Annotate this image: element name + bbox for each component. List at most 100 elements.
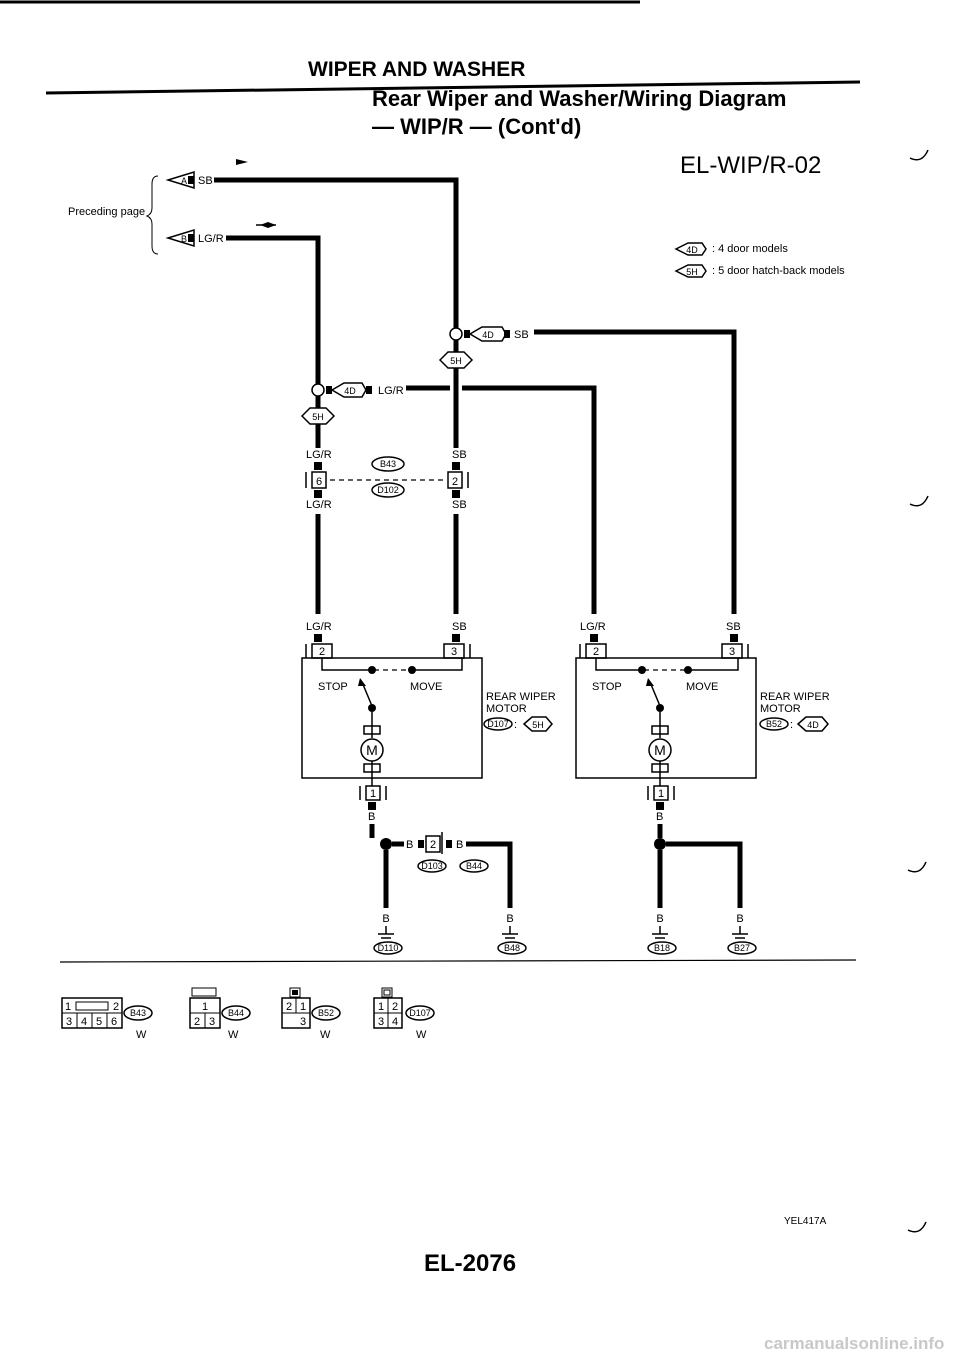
- ground-b27: B B27: [727, 913, 757, 955]
- svg-text:B52: B52: [318, 1008, 334, 1018]
- ground-split-4d: [654, 824, 743, 908]
- svg-text:MOTOR: MOTOR: [760, 703, 801, 715]
- svg-text:W: W: [320, 1029, 331, 1041]
- svg-text:1: 1: [65, 1001, 71, 1013]
- svg-text:B: B: [456, 839, 463, 851]
- motor-housing: [301, 657, 483, 779]
- wire-lgr-main: [226, 235, 321, 432]
- svg-text:B43: B43: [130, 1008, 146, 1018]
- junction-4d-sb: 4D SB 5H: [438, 326, 529, 369]
- svg-text:B48: B48: [504, 943, 520, 953]
- svg-text:MOVE: MOVE: [410, 681, 442, 693]
- svg-text:1: 1: [378, 1001, 384, 1013]
- svg-text:M: M: [654, 742, 666, 758]
- preceding-connector-a: A SB: [165, 159, 248, 190]
- corner-mark-icon: [909, 149, 929, 161]
- svg-text:SB: SB: [726, 621, 741, 633]
- svg-text:2: 2: [194, 1016, 200, 1028]
- junction-4d-lgr: 4D LG/R 5H: [300, 382, 404, 425]
- wire-sb-4d: [534, 329, 737, 614]
- svg-text:5H: 5H: [312, 412, 324, 422]
- corner-mark-icon: [907, 1221, 927, 1233]
- ground-d110: B D110: [373, 913, 403, 955]
- diagram-title: Rear Wiper and Washer/Wiring Diagram: [372, 86, 787, 111]
- svg-text:B18: B18: [654, 943, 670, 953]
- diagram-code: EL-WIP/R-02: [680, 152, 822, 179]
- section-title: WIPER AND WASHER: [308, 58, 526, 81]
- legend-5h-icon: 5H: [674, 264, 707, 278]
- connector-view-b44: 1 2 3 B44 W: [189, 987, 251, 1041]
- svg-text:REAR WIPER: REAR WIPER: [760, 691, 830, 703]
- svg-text::: :: [514, 719, 517, 731]
- wire-lgr-4d-b: [462, 385, 597, 614]
- svg-text:2: 2: [430, 839, 436, 851]
- svg-text:2: 2: [286, 1001, 292, 1013]
- svg-text:W: W: [136, 1029, 147, 1041]
- svg-text:4D: 4D: [344, 386, 356, 396]
- svg-text:B43: B43: [380, 459, 396, 469]
- svg-text:B27: B27: [734, 943, 750, 953]
- svg-text:B: B: [382, 913, 389, 925]
- watermark: carmanualsonline.info: [764, 1334, 945, 1353]
- svg-text:4: 4: [392, 1016, 398, 1028]
- svg-text:B: B: [656, 913, 663, 925]
- svg-text:MOVE: MOVE: [686, 681, 718, 693]
- svg-text:D110: D110: [378, 943, 399, 953]
- svg-text:STOP: STOP: [592, 681, 622, 693]
- rear-wiper-motor-4d: LG/R SB 2 3 STOP MOVE M 1 B REAR WIPER M…: [575, 621, 830, 823]
- svg-text:LG/R: LG/R: [198, 233, 224, 245]
- svg-text:B: B: [656, 811, 663, 823]
- svg-text:MOTOR: MOTOR: [486, 703, 527, 715]
- preceding-page-label: Preceding page: [68, 206, 146, 218]
- svg-text:2: 2: [593, 646, 599, 658]
- ground-b18: B B18: [647, 913, 677, 955]
- figure-id: YEL417A: [784, 1216, 827, 1227]
- wire-sb-main: [214, 177, 459, 444]
- svg-text:2: 2: [113, 1001, 119, 1013]
- motor-housing: [575, 657, 757, 779]
- svg-text:5H: 5H: [532, 720, 544, 730]
- svg-text:1: 1: [658, 788, 664, 800]
- svg-text:3: 3: [209, 1016, 215, 1028]
- svg-text:D107: D107: [409, 1008, 431, 1018]
- svg-text:B: B: [406, 839, 413, 851]
- svg-text::: :: [790, 719, 793, 731]
- svg-text:LG/R: LG/R: [580, 621, 606, 633]
- svg-text:2: 2: [452, 476, 458, 488]
- svg-text:1: 1: [202, 1001, 208, 1013]
- svg-text:B: B: [736, 913, 743, 925]
- svg-text:B52: B52: [766, 719, 782, 729]
- connector-view-b43: 1 2 3 4 5 6 B43 W: [61, 997, 153, 1041]
- diagram-subtitle: — WIP/R — (Cont'd): [372, 114, 582, 139]
- ground-b48: B B48: [497, 913, 527, 955]
- legend-5h-text: : 5 door hatch-back models: [712, 265, 845, 277]
- rear-wiper-motor-5h: LG/R SB 2 3 STOP MOVE M 1 B REAR WIPER M…: [301, 621, 556, 823]
- svg-text:3: 3: [300, 1016, 306, 1028]
- svg-text:3: 3: [729, 646, 735, 658]
- svg-text:SB: SB: [452, 449, 467, 461]
- svg-text:A: A: [181, 176, 187, 186]
- svg-text:LG/R: LG/R: [306, 621, 332, 633]
- svg-text:STOP: STOP: [318, 681, 348, 693]
- svg-text:W: W: [228, 1029, 239, 1041]
- svg-text:4D: 4D: [807, 720, 819, 730]
- svg-text:LG/R: LG/R: [306, 449, 332, 461]
- svg-text:2: 2: [319, 646, 325, 658]
- svg-text:5H: 5H: [450, 356, 462, 366]
- svg-text:6: 6: [316, 476, 322, 488]
- svg-text:4D: 4D: [686, 245, 698, 255]
- corner-mark-icon: [907, 861, 927, 873]
- svg-text:SB: SB: [198, 175, 213, 187]
- corner-mark-icon: [909, 495, 929, 507]
- page-number: EL-2076: [424, 1250, 517, 1277]
- svg-text:3: 3: [451, 646, 457, 658]
- connector-view-d107: 1 2 3 4 D107 W: [373, 987, 435, 1041]
- svg-text:B44: B44: [228, 1008, 244, 1018]
- svg-text:M: M: [366, 742, 378, 758]
- svg-text:B: B: [181, 234, 187, 244]
- svg-text:3: 3: [378, 1016, 384, 1028]
- svg-text:4: 4: [81, 1016, 87, 1028]
- header-rule: [45, 80, 861, 95]
- svg-text:B: B: [506, 913, 513, 925]
